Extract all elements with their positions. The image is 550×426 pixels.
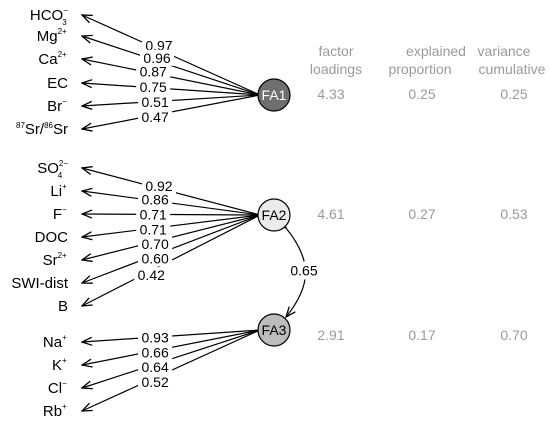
loading-arrow (82, 83, 261, 96)
variable-label: Mg2+ (37, 27, 68, 45)
loading-value: 0.92 (145, 178, 172, 194)
stat-loadings-fa1: 4.33 (317, 86, 344, 102)
variable-label: Sr2+ (43, 251, 68, 269)
variable-label: Br− (47, 97, 68, 115)
stat-cumulative-fa1: 0.25 (500, 86, 527, 102)
stat-proportion-fa2: 0.27 (408, 206, 435, 222)
loading-label-background (138, 250, 173, 267)
loading-label-background (136, 63, 171, 80)
loading-value: 0.86 (141, 192, 168, 208)
loading-value: 0.70 (141, 236, 168, 252)
header-cumulative-line2: cumulative (479, 61, 546, 77)
loading-value: 0.52 (141, 374, 168, 390)
variable-label: F− (53, 205, 68, 223)
loading-label-background (138, 235, 173, 252)
correlation-label-background (288, 261, 320, 280)
stat-cumulative-fa3: 0.70 (500, 327, 527, 343)
loading-label-background (136, 79, 171, 96)
factor-node-fa1 (257, 78, 291, 112)
correlation-value: 0.65 (290, 263, 317, 279)
loading-label-background (138, 344, 173, 361)
factor-node-fa2 (257, 198, 291, 232)
loading-label-background (141, 177, 176, 194)
variable-label: SO2−4 (37, 159, 68, 180)
stat-cumulative-fa2: 0.53 (500, 206, 527, 222)
factor-correlation: 0.65 (286, 228, 320, 317)
loading-value: 0.51 (141, 94, 168, 110)
header-proportion-line2: proportion (388, 61, 451, 77)
stat-proportion-fa3: 0.17 (408, 327, 435, 343)
factor-statistics: 4.33 0.25 0.25 4.61 0.27 0.53 2.91 0.17 0.70 (317, 86, 527, 343)
loading-label-background (138, 373, 173, 390)
variable-label: Li+ (50, 182, 68, 200)
loading-label-background (140, 49, 175, 66)
header-loadings-line2: loadings (310, 61, 362, 77)
loading-value: 0.42 (138, 267, 165, 283)
variable-label: EC (47, 75, 68, 92)
factor-node-fa3 (257, 313, 291, 347)
variable-label: Rb+ (43, 402, 68, 420)
variable-label: B (58, 298, 68, 315)
stat-proportion-fa1: 0.25 (408, 86, 435, 102)
factor-node-label: FA3 (262, 322, 287, 338)
loading-label-background (138, 191, 173, 208)
loading-label-background (138, 329, 173, 346)
loading-label-background (138, 94, 173, 111)
loading-label-background (138, 359, 173, 376)
loading-value: 0.75 (140, 79, 167, 95)
variable-label: 87Sr/86Sr (16, 121, 68, 138)
loading-value: 0.47 (141, 109, 168, 125)
loading-value: 0.71 (140, 206, 167, 222)
factor-node-label: FA2 (262, 207, 287, 223)
loading-label-background (136, 206, 171, 223)
table-headers: factor loadings explained proportion var… (310, 43, 546, 77)
loading-value: 0.97 (145, 37, 172, 53)
loading-value: 0.66 (141, 344, 168, 360)
loading-label-background (136, 221, 171, 238)
variable-label: HCO−3 (30, 6, 68, 27)
header-loadings-line1: factor (318, 43, 353, 59)
stat-loadings-fa3: 2.91 (317, 327, 344, 343)
loading-value: 0.96 (143, 50, 170, 66)
variable-label: K+ (52, 356, 68, 374)
variable-label: Ca2+ (38, 50, 68, 68)
variable-label: SWI-dist (11, 275, 69, 292)
loading-values: 0.970.960.870.750.510.470.920.860.710.71… (134, 37, 176, 390)
loading-arrow (82, 214, 261, 237)
factor-node-label: FA1 (262, 87, 287, 103)
loading-value: 0.64 (141, 359, 168, 375)
loading-value: 0.71 (140, 221, 167, 237)
loading-arrow (82, 59, 261, 96)
loading-label-background (134, 267, 169, 284)
header-proportion-line1: explained (406, 43, 466, 59)
header-cumulative-line1: variance (478, 43, 531, 59)
loading-value: 0.60 (141, 251, 168, 267)
loading-arrow (82, 214, 261, 215)
loading-label-background (141, 37, 176, 54)
stat-loadings-fa2: 4.61 (317, 206, 344, 222)
variable-label: Na+ (43, 333, 68, 351)
loading-value: 0.93 (141, 330, 168, 346)
variable-label: DOC (35, 229, 69, 246)
variable-label: Cl− (48, 379, 68, 397)
loading-value: 0.87 (140, 64, 167, 80)
loading-label-background (138, 108, 173, 125)
